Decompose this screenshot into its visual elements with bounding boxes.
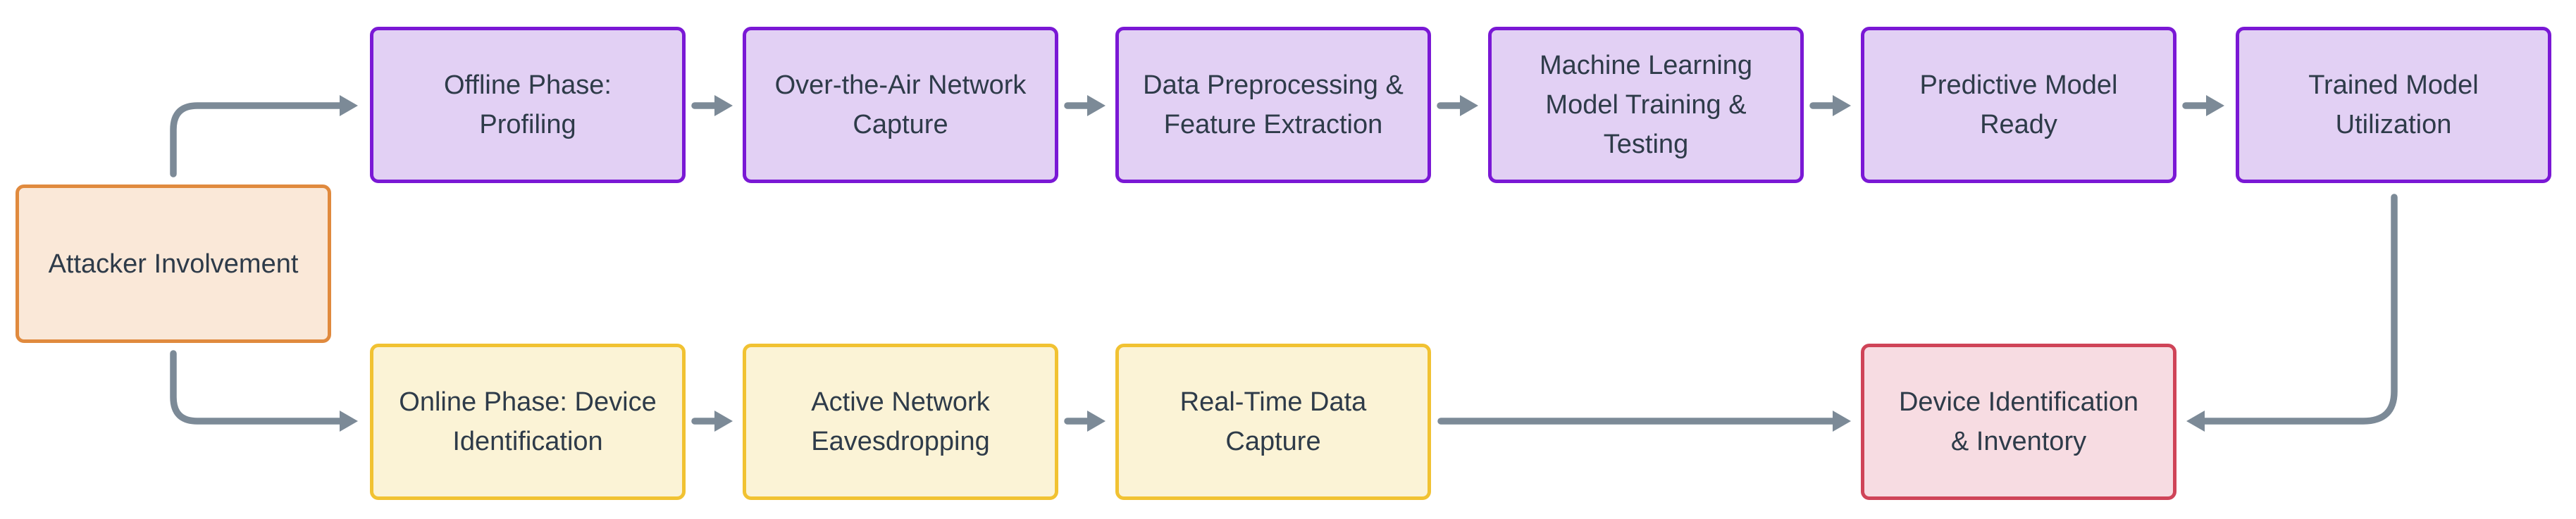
arrowhead-right-icon	[1087, 95, 1106, 116]
node-label-line: Data Preprocessing &	[1143, 70, 1404, 100]
edge-attacker-to-offline	[170, 95, 358, 177]
node-label-line: Eavesdropping	[811, 427, 990, 456]
node-label-line: & Inventory	[1950, 427, 2087, 456]
arrowhead-right-icon	[714, 95, 733, 116]
node-label: Attacker Involvement	[48, 249, 299, 279]
arrowhead-right-icon	[340, 411, 358, 432]
arrowhead-left-icon	[2186, 411, 2205, 432]
node-label-line: Capture	[1225, 427, 1321, 456]
node-label-line: Active Network	[811, 387, 990, 417]
node-label-line: Trained Model	[2308, 70, 2479, 100]
node-attacker-involvement: Attacker Involvement	[16, 185, 331, 343]
node-online-phase-device-identification: Online Phase: Device Identification	[370, 344, 686, 500]
arrowhead-right-icon	[1833, 411, 1851, 432]
arrowhead-right-icon	[1087, 411, 1106, 432]
edge-preprocess-to-training	[1437, 95, 1478, 116]
node-data-preprocessing-feature-extraction: Data Preprocessing & Feature Extraction	[1115, 27, 1431, 183]
node-label-line: Profiling	[479, 110, 576, 139]
arrowhead-right-icon	[2206, 95, 2224, 116]
node-predictive-model-ready: Predictive Model Ready	[1861, 27, 2176, 183]
node-ml-model-training-testing: Machine Learning Model Training & Testin…	[1488, 27, 1804, 183]
node-real-time-data-capture: Real-Time Data Capture	[1115, 344, 1431, 500]
edge-attacker-to-online	[170, 350, 358, 432]
node-label-line: Ready	[1980, 110, 2057, 139]
edge-online-to-eavesdropping	[691, 411, 733, 432]
arrowhead-right-icon	[1833, 95, 1851, 116]
edge-realtime-to-inventory	[1437, 411, 1851, 432]
node-label-line: Machine Learning	[1539, 51, 1753, 80]
node-label-line: Device Identification	[1898, 387, 2139, 417]
node-trained-model-utilization: Trained Model Utilization	[2236, 27, 2551, 183]
node-label-line: Predictive Model	[1919, 70, 2118, 100]
edge-offline-to-ota	[691, 95, 733, 116]
node-over-the-air-network-capture: Over-the-Air Network Capture	[743, 27, 1058, 183]
node-label-line: Identification	[452, 427, 603, 456]
edge-utilization-to-inventory	[2186, 194, 2398, 432]
node-device-identification-inventory: Device Identification & Inventory	[1861, 344, 2176, 500]
arrowhead-right-icon	[1460, 95, 1478, 116]
node-label-line: Feature Extraction	[1163, 110, 1383, 139]
node-label-line: Capture	[853, 110, 948, 139]
node-label-line: Utilization	[2335, 110, 2452, 139]
edge-training-to-ready	[1809, 95, 1851, 116]
node-offline-phase-profiling: Offline Phase: Profiling	[370, 27, 686, 183]
node-label-line: Online Phase: Device	[399, 387, 657, 417]
arrowhead-right-icon	[340, 95, 358, 116]
node-active-network-eavesdropping: Active Network Eavesdropping	[743, 344, 1058, 500]
node-label-line: Over-the-Air Network	[774, 70, 1027, 100]
edge-eavesdropping-to-realtime	[1064, 411, 1106, 432]
node-label-line: Offline Phase:	[443, 70, 612, 100]
edge-ready-to-utilization	[2182, 95, 2224, 116]
node-label-line: Model Training &	[1545, 90, 1747, 120]
edge-ota-to-preprocess	[1064, 95, 1106, 116]
arrowhead-right-icon	[714, 411, 733, 432]
node-label-line: Testing	[1603, 130, 1689, 159]
node-label-line: Real-Time Data	[1179, 387, 1367, 417]
